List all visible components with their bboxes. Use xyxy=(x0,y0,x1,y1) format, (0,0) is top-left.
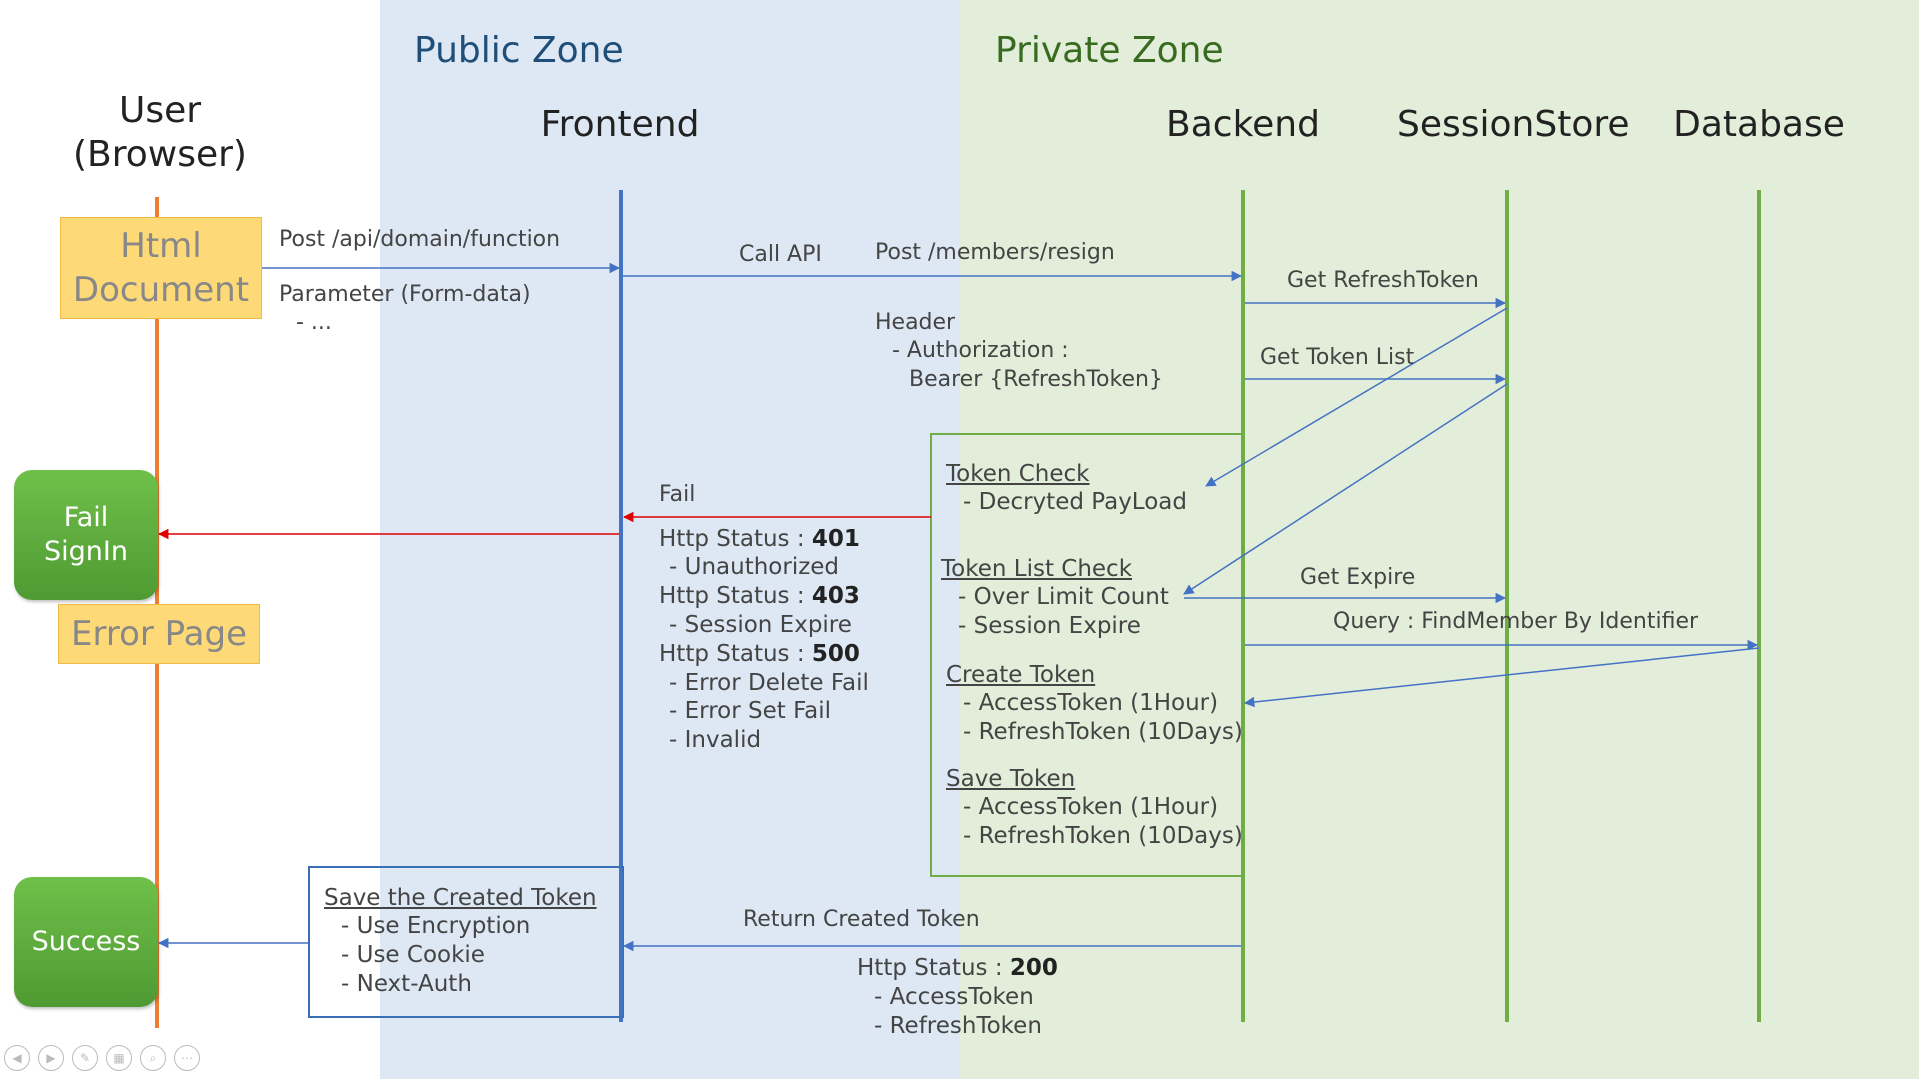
fail-signin-line2: SignIn xyxy=(44,536,128,567)
error-page-box: Error Page xyxy=(58,604,260,664)
success-box: Success xyxy=(14,877,158,1007)
frontend-save-box xyxy=(308,866,624,1018)
label-parameter: Parameter (Form-data) xyxy=(279,282,531,307)
success-item-1: - AccessToken xyxy=(874,984,1034,1010)
frontend-save-item-2: - Use Cookie xyxy=(341,942,485,968)
label-post-resign: Post /members/resign xyxy=(875,240,1115,265)
save-token-item-1: - AccessToken (1Hour) xyxy=(963,794,1219,820)
prev-slide-icon[interactable]: ◀ xyxy=(4,1045,30,1071)
fail-status-403-label: Http Status : xyxy=(659,583,812,609)
create-token-item-1: - AccessToken (1Hour) xyxy=(963,690,1219,716)
actor-frontend: Frontend xyxy=(540,104,700,145)
public-zone-title: Public Zone xyxy=(414,30,624,71)
token-list-check-title: Token List Check xyxy=(941,556,1133,582)
fail-status-403-code: 403 xyxy=(811,583,860,609)
private-zone-title: Private Zone xyxy=(995,30,1224,71)
pen-icon[interactable]: ✎ xyxy=(72,1045,98,1071)
fail-status-403: Http Status : 403 xyxy=(659,582,860,611)
fail-status-500-item-2: - Error Set Fail xyxy=(669,698,832,724)
token-check-item: - Decryted PayLoad xyxy=(963,489,1187,515)
html-document-line1: Html xyxy=(120,226,202,266)
public-zone-background xyxy=(380,0,960,1079)
label-fail: Fail xyxy=(659,482,696,507)
fail-status-500-code: 500 xyxy=(811,641,860,667)
label-header: Header xyxy=(875,310,956,335)
fail-status-401-label: Http Status : xyxy=(659,526,812,552)
html-document-line2: Document xyxy=(72,270,250,310)
success-status-label: Http Status : xyxy=(857,955,1010,981)
label-header-bearer: Bearer {RefreshToken} xyxy=(909,367,1163,392)
arrow-refresh-token-return xyxy=(1205,307,1508,487)
frontend-save-title: Save the Created Token xyxy=(324,885,597,911)
token-list-check-item-2: - Session Expire xyxy=(958,613,1141,639)
actor-sessionstore: SessionStore xyxy=(1397,104,1630,145)
actor-user-name: User xyxy=(118,90,202,131)
success-status: Http Status : 200 xyxy=(857,954,1058,983)
fail-status-401-code: 401 xyxy=(811,526,860,552)
success-status-code: 200 xyxy=(1009,955,1058,981)
fail-status-500: Http Status : 500 xyxy=(659,640,860,669)
html-document-box: Html Document xyxy=(60,217,262,319)
fail-status-500-item-1: - Error Delete Fail xyxy=(669,670,869,696)
token-list-check-item-1: - Over Limit Count xyxy=(958,584,1169,610)
label-post-api: Post /api/domain/function xyxy=(279,227,561,252)
create-token-item-2: - RefreshToken (10Days) xyxy=(963,719,1243,745)
fail-signin-line1: Fail xyxy=(63,502,109,533)
next-slide-icon[interactable]: ▶ xyxy=(38,1045,64,1071)
actor-user-subtitle: (Browser) xyxy=(73,134,247,175)
actor-database: Database xyxy=(1673,104,1845,145)
zoom-icon[interactable]: ⌕ xyxy=(140,1045,166,1071)
create-token-title: Create Token xyxy=(946,662,1096,688)
token-check-title: Token Check xyxy=(946,461,1090,487)
label-header-auth: - Authorization : xyxy=(892,338,1069,363)
label-get-token-list: Get Token List xyxy=(1260,345,1415,370)
backend-process-box xyxy=(930,433,1244,877)
frontend-save-item-1: - Use Encryption xyxy=(341,913,531,939)
label-return-created-token: Return Created Token xyxy=(743,907,980,932)
label-query: Query : FindMember By Identifier xyxy=(1333,609,1699,634)
fail-signin-box: Fail SignIn xyxy=(14,470,158,600)
actor-backend: Backend xyxy=(1166,104,1320,145)
fail-status-500-item-3: - Invalid xyxy=(669,727,762,753)
label-get-refresh-token: Get RefreshToken xyxy=(1287,268,1479,293)
success-item-2: - RefreshToken xyxy=(874,1013,1042,1039)
fail-status-401-item: - Unauthorized xyxy=(669,554,840,580)
label-call-api: Call API xyxy=(739,242,822,267)
save-token-title: Save Token xyxy=(946,766,1076,792)
arrow-token-list-return xyxy=(1183,383,1508,595)
fail-status-403-item: - Session Expire xyxy=(669,612,852,638)
slides-icon[interactable]: ▦ xyxy=(106,1045,132,1071)
fail-status-500-label: Http Status : xyxy=(659,641,812,667)
label-parameter-item: - ... xyxy=(296,310,332,335)
arrow-query-return xyxy=(1243,647,1760,708)
more-icon[interactable]: ⋯ xyxy=(174,1045,200,1071)
fail-status-401: Http Status : 401 xyxy=(659,525,860,554)
save-token-item-2: - RefreshToken (10Days) xyxy=(963,823,1243,849)
frontend-save-item-3: - Next-Auth xyxy=(341,971,472,997)
label-get-expire: Get Expire xyxy=(1300,565,1416,590)
slideshow-nav: ◀ ▶ ✎ ▦ ⌕ ⋯ xyxy=(4,1045,200,1071)
